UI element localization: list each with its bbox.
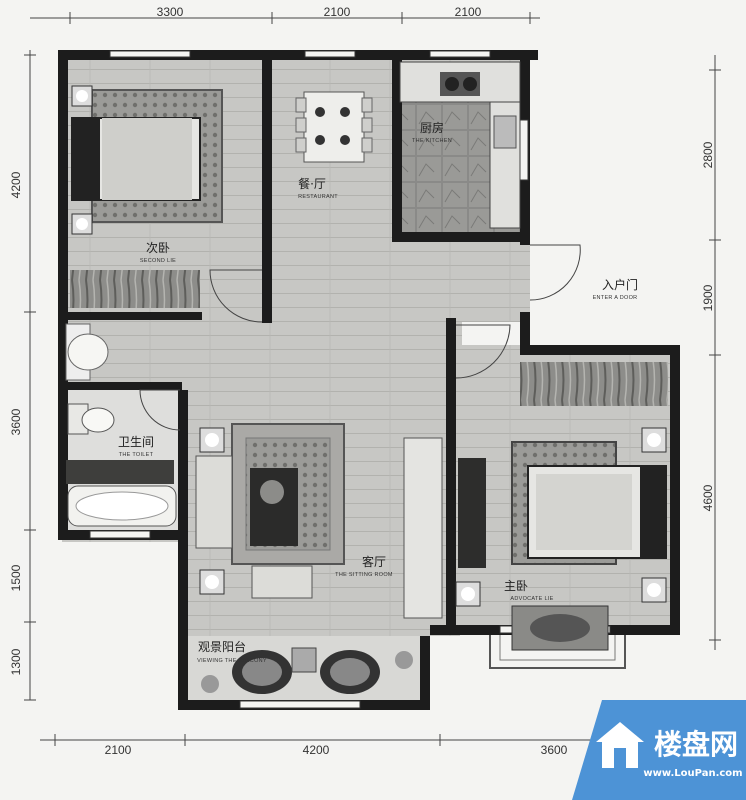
dim-top-1: 3300 xyxy=(157,5,184,19)
second-bedroom-furniture xyxy=(70,85,223,308)
dimension-lines xyxy=(24,12,721,746)
kitchen-counter xyxy=(399,61,521,229)
dim-top-3: 2100 xyxy=(455,5,482,19)
label-second-bedroom-en: SECOND LIE xyxy=(140,258,176,264)
label-master-bedroom: 主卧 xyxy=(504,579,528,593)
dim-left-4: 1300 xyxy=(9,648,23,675)
balcony-furniture xyxy=(201,647,413,694)
label-kitchen: 厨房 xyxy=(420,120,444,135)
label-second-bedroom: 次卧 xyxy=(146,241,170,255)
label-living-room: 客厅 xyxy=(362,554,386,569)
label-master-bedroom-en: ADVOCATE LIE xyxy=(510,596,553,602)
dim-left-3: 1500 xyxy=(9,564,23,591)
toilet-fixtures xyxy=(65,323,177,527)
label-balcony-en: VIEWING THE BALCONY xyxy=(197,658,267,664)
dim-bottom-3: 3600 xyxy=(541,743,568,757)
dim-bottom-1: 2100 xyxy=(105,743,132,757)
dim-left-2: 3600 xyxy=(9,408,23,435)
label-balcony: 观景阳台 xyxy=(198,639,246,654)
label-toilet-en: THE TOILET xyxy=(119,452,154,458)
label-living-room-en: THE SITTING ROOM xyxy=(335,572,393,578)
label-restaurant-en: RESTAURANT xyxy=(298,194,338,200)
doors xyxy=(139,244,581,431)
living-room-furniture xyxy=(195,423,443,619)
watermark-name: 楼盘网 xyxy=(654,728,738,761)
watermark-url: www.LouPan.com xyxy=(643,768,742,779)
label-entrance: 入户门 xyxy=(602,277,638,292)
label-kitchen-en: THE KITCHEN xyxy=(412,138,452,144)
house-logo-icon xyxy=(596,722,644,768)
dim-right-3: 4600 xyxy=(701,484,715,511)
dim-right-1: 2800 xyxy=(701,141,715,168)
loupan-watermark: 楼盘网 www.LouPan.com xyxy=(572,700,746,800)
label-restaurant: 餐·厅 xyxy=(298,176,326,191)
dim-bottom-2: 4200 xyxy=(303,743,330,757)
label-toilet: 卫生间 xyxy=(118,435,154,449)
dining-table xyxy=(295,91,373,163)
dim-top-2: 2100 xyxy=(324,5,351,19)
master-bedroom-furniture xyxy=(455,362,668,651)
dim-left-1: 4200 xyxy=(9,171,23,198)
label-entrance-en: ENTER A DOOR xyxy=(593,295,638,301)
dim-right-2: 1900 xyxy=(701,284,715,311)
